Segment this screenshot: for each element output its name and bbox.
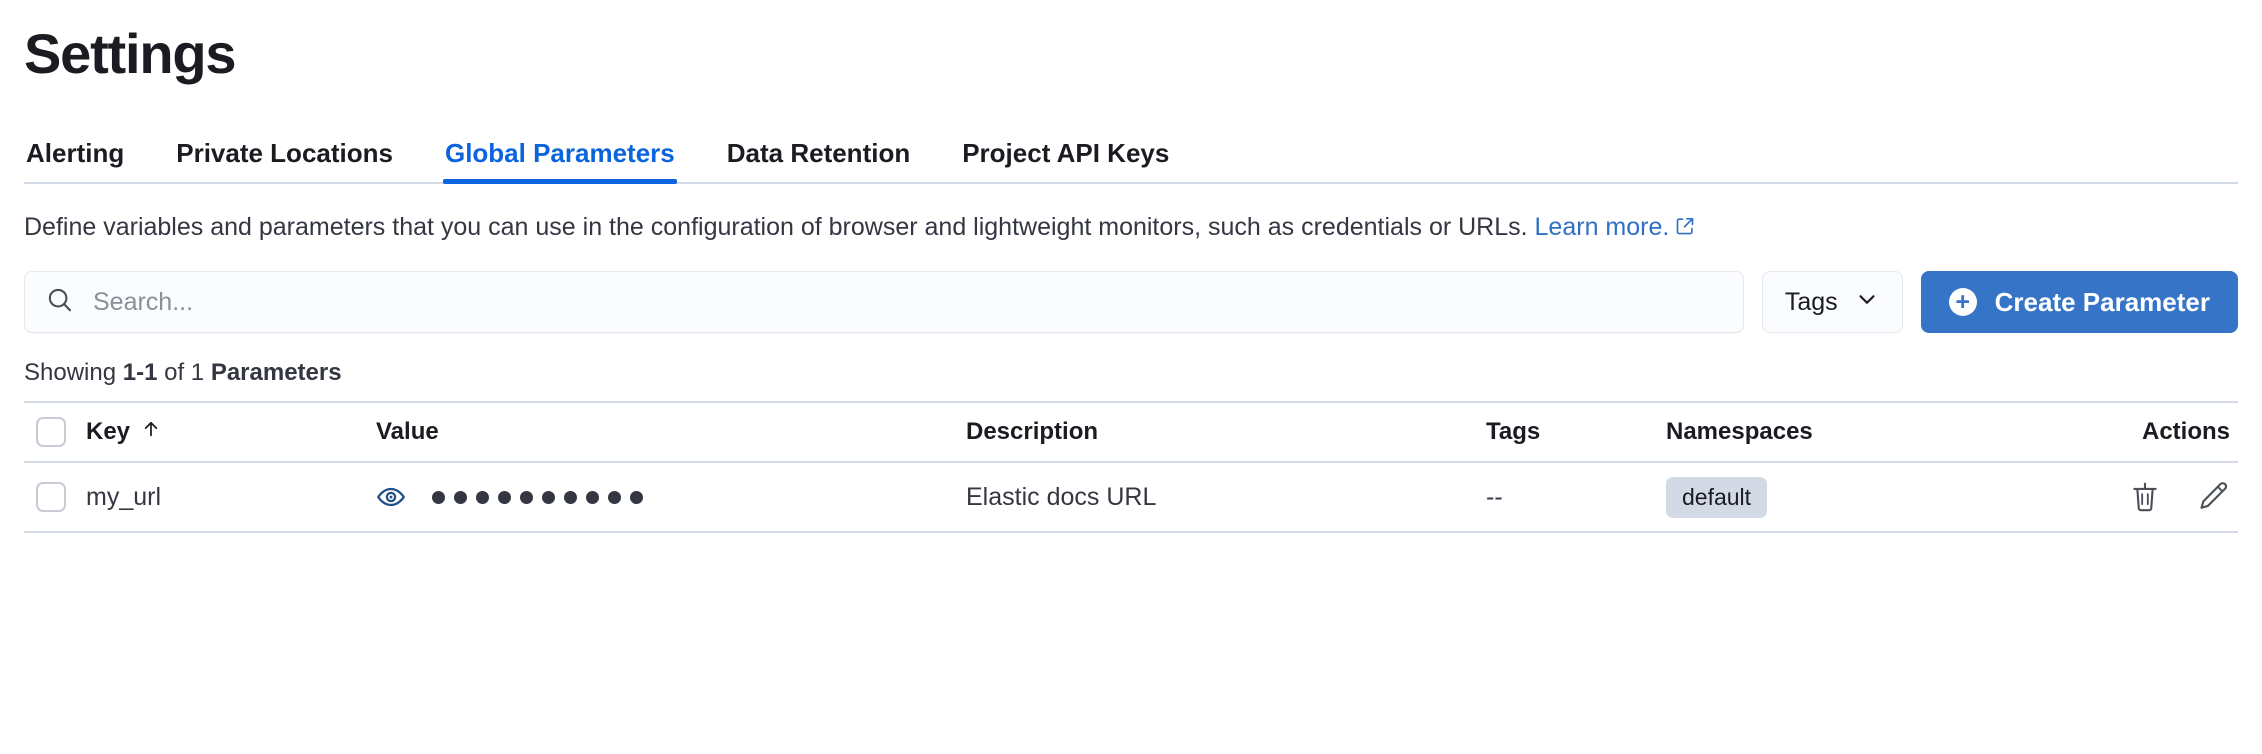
masked-value — [432, 490, 643, 504]
chevron-down-icon — [1854, 286, 1880, 319]
create-parameter-label: Create Parameter — [1994, 286, 2210, 317]
showing-of: of — [157, 359, 191, 387]
column-header-key[interactable]: Key — [86, 418, 376, 447]
trash-icon[interactable] — [2128, 480, 2162, 514]
mask-dot — [608, 490, 621, 504]
column-header-description: Description — [966, 418, 1099, 446]
mask-dot — [564, 490, 577, 504]
pencil-icon[interactable] — [2196, 480, 2230, 514]
cell-description: Elastic docs URL — [966, 482, 1157, 511]
mask-dot — [520, 490, 533, 504]
cell-key: my_url — [86, 482, 162, 511]
tab-project-api-keys[interactable]: Project API Keys — [962, 138, 1170, 169]
results-count: Showing 1-1 of 1 Parameters — [24, 359, 2238, 387]
mask-dot — [498, 490, 511, 504]
parameters-table: Key Value Description Tags Namespaces Ac… — [24, 401, 2238, 534]
tab-global-parameters[interactable]: Global Parameters — [442, 140, 677, 185]
search-input[interactable] — [91, 286, 1723, 318]
cell-value — [376, 482, 966, 512]
mask-dot — [432, 490, 445, 504]
tab-data-retention[interactable]: Data Retention — [726, 138, 911, 169]
mask-dot — [586, 490, 599, 504]
plus-circle-icon: + — [1948, 288, 1977, 317]
column-header-key-label: Key — [86, 418, 131, 446]
mask-dot — [454, 490, 467, 504]
tab-private-locations[interactable]: Private Locations — [176, 138, 393, 169]
cell-namespaces: default — [1666, 476, 2038, 518]
column-header-namespaces: Namespaces — [1666, 418, 1813, 446]
learn-more-link[interactable]: Learn more. — [1534, 213, 1670, 242]
create-parameter-button[interactable]: + Create Parameter — [1920, 271, 2238, 334]
arrow-up-icon — [140, 418, 162, 447]
namespace-badge: default — [1666, 476, 1768, 518]
tags-filter-button[interactable]: Tags — [1761, 271, 1903, 334]
settings-tabs: Alerting Private Locations Global Parame… — [24, 124, 2238, 185]
toolbar: Tags + Create Parameter — [24, 271, 2238, 334]
table-row: my_url Elastic docs URL -- — [24, 463, 2238, 534]
showing-range: 1-1 — [122, 359, 158, 387]
mask-dot — [630, 490, 643, 504]
tags-filter-label: Tags — [1784, 287, 1838, 316]
cell-actions — [2038, 480, 2238, 514]
page-description: Define variables and parameters that you… — [24, 210, 2238, 245]
row-select-checkbox[interactable] — [36, 482, 66, 513]
column-header-actions: Actions — [2141, 418, 2230, 446]
showing-prefix: Showing — [24, 359, 123, 387]
column-header-tags: Tags — [1486, 418, 1541, 446]
tab-alerting[interactable]: Alerting — [26, 138, 125, 169]
showing-entity: Parameters — [210, 359, 342, 387]
select-all-cell — [24, 417, 86, 448]
mask-dot — [542, 490, 555, 504]
external-link-icon — [1675, 211, 1695, 245]
eye-icon[interactable] — [376, 482, 406, 512]
column-header-value: Value — [376, 418, 439, 446]
cell-tags: -- — [1486, 482, 1503, 511]
settings-page: Settings Alerting Private Locations Glob… — [0, 22, 2262, 754]
table-header-row: Key Value Description Tags Namespaces Ac… — [24, 401, 2238, 464]
search-box[interactable] — [24, 271, 1744, 334]
mask-dot — [476, 490, 489, 504]
showing-total: 1 — [190, 359, 205, 387]
row-select-cell — [24, 482, 86, 513]
select-all-checkbox[interactable] — [36, 417, 66, 448]
search-icon — [45, 285, 75, 320]
page-title: Settings — [24, 22, 237, 85]
description-text: Define variables and parameters that you… — [24, 213, 1528, 242]
